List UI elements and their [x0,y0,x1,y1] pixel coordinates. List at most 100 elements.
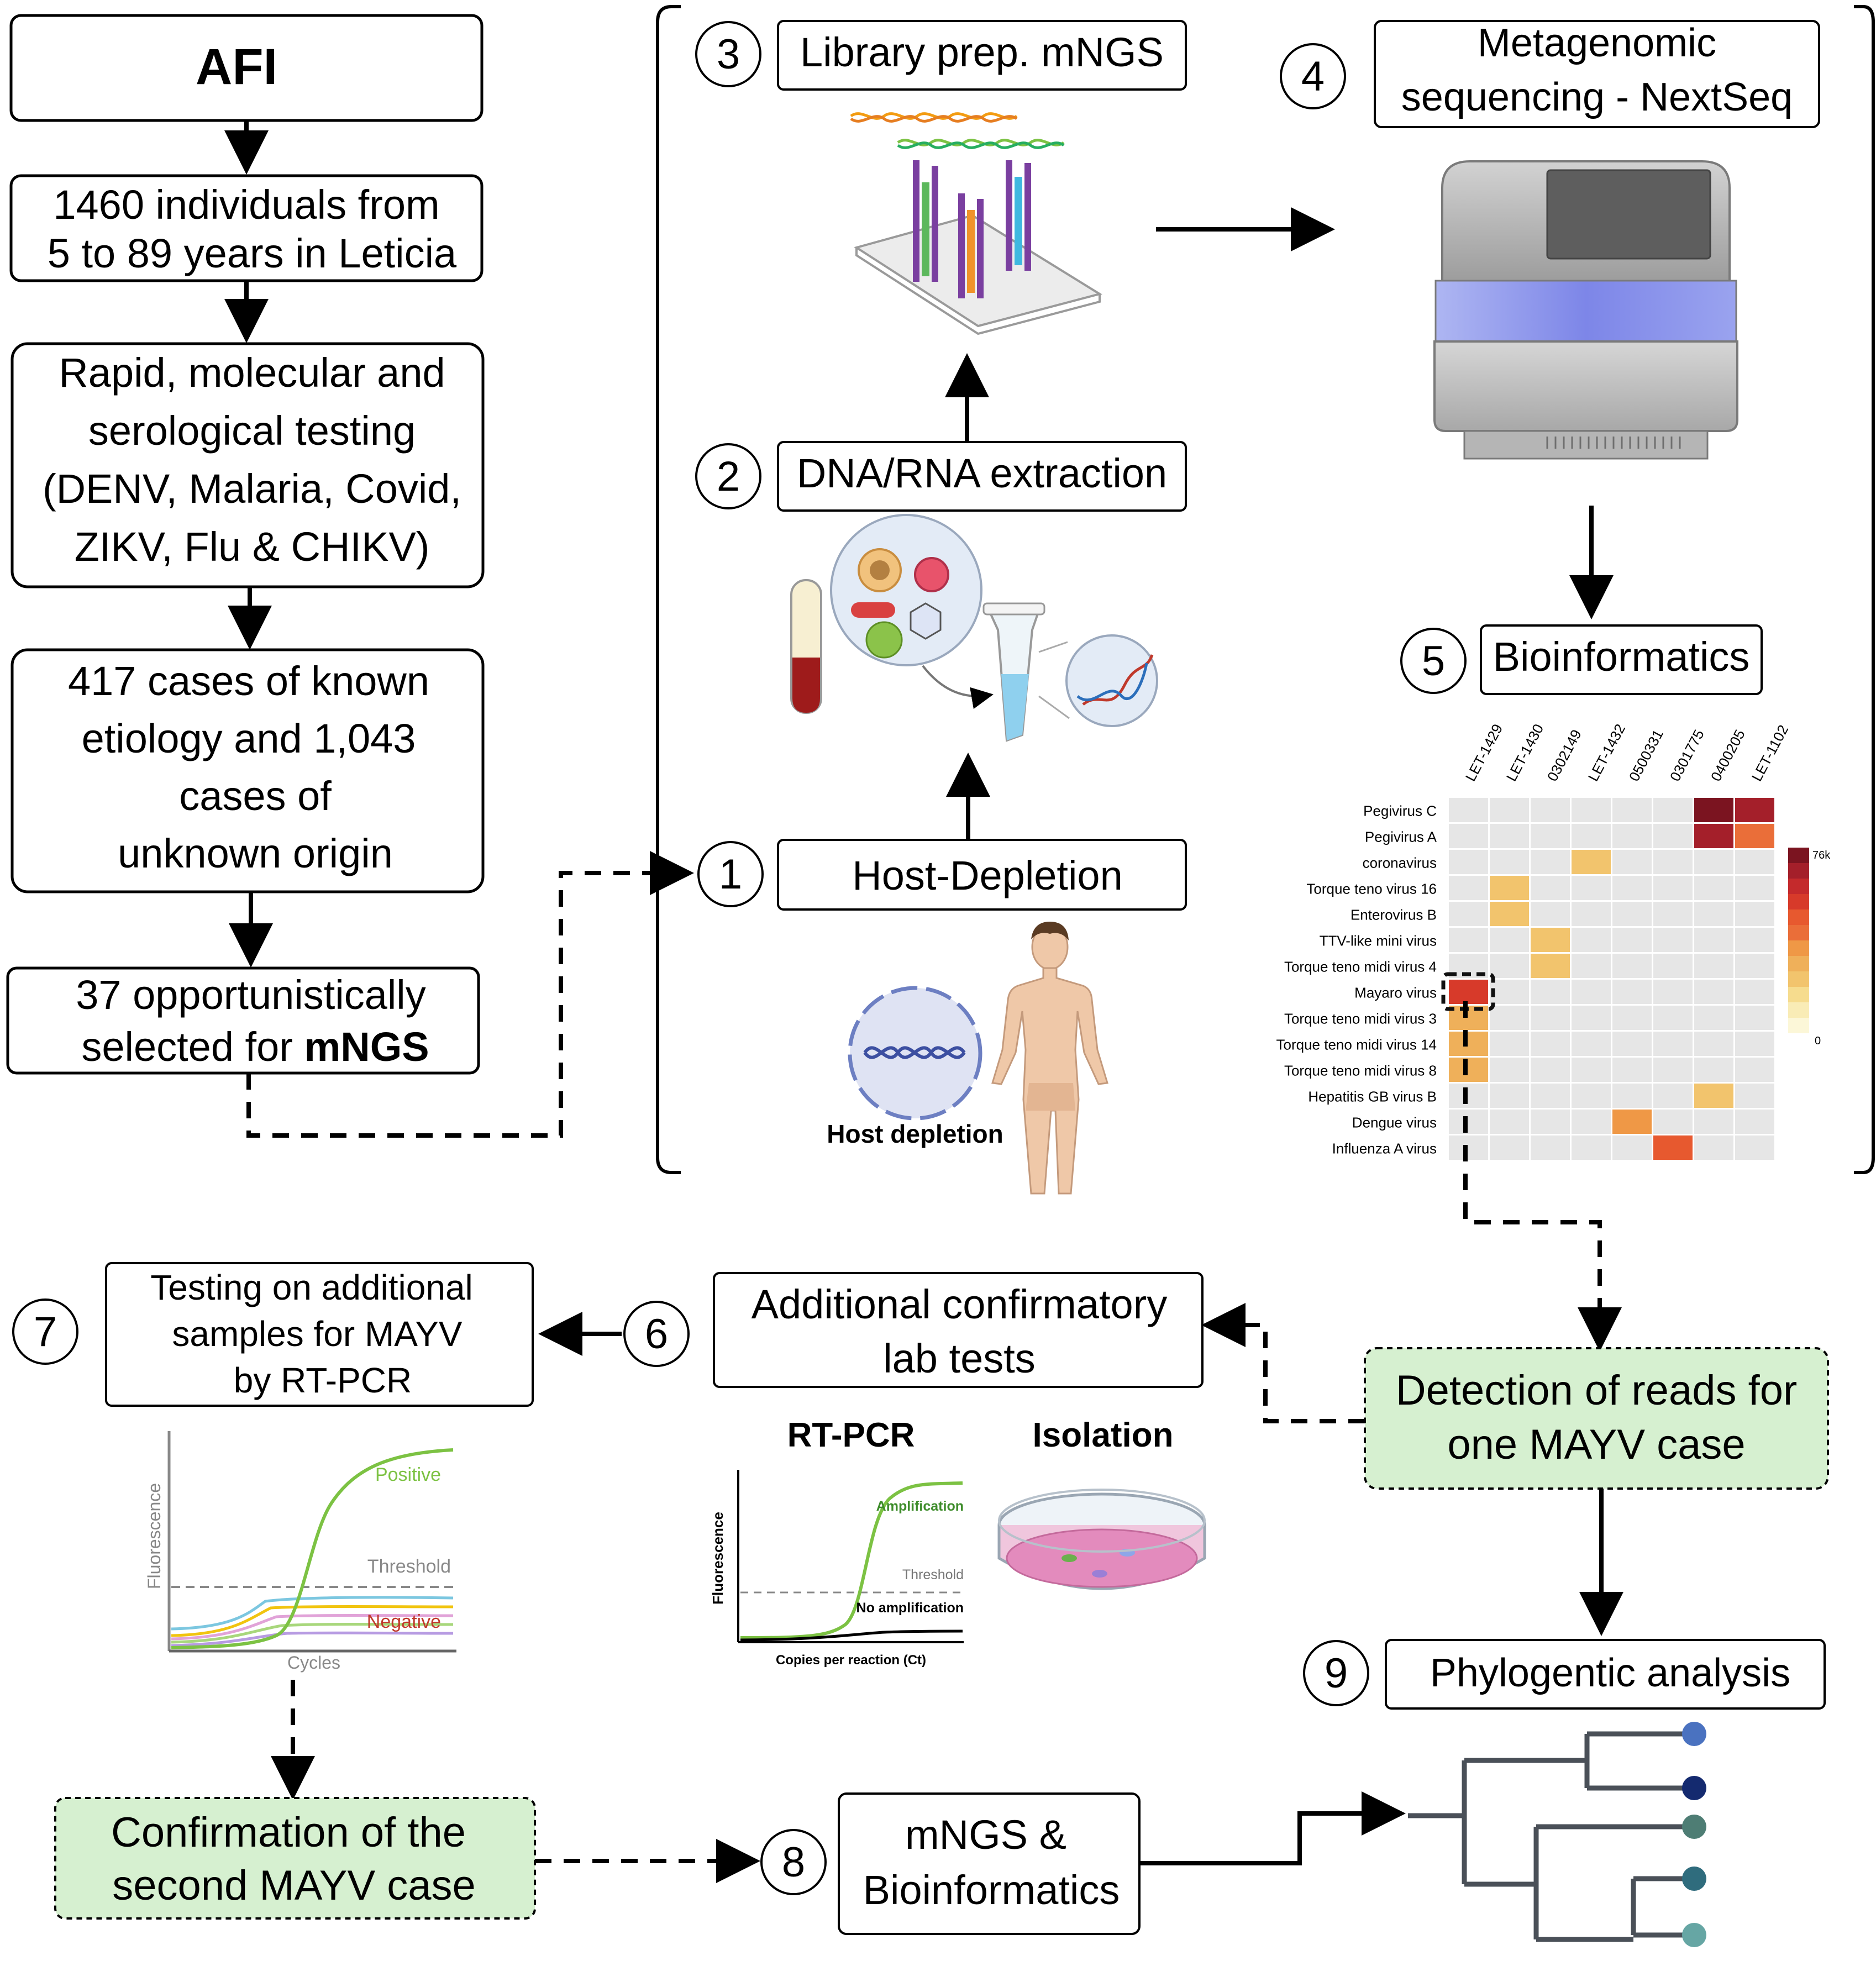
heatmap-cell [1612,1058,1652,1082]
selected-box [6,966,480,1075]
heatmap-cell [1653,1084,1693,1108]
host-depletion-illustration: Host depletion [827,922,1108,1195]
heatmap-cell [1531,1058,1570,1082]
step-7-label-line-3: by RT-PCR [234,1360,412,1400]
arrow-step-8-to-tree [1139,1791,1406,1865]
heatmap-cell [1531,1135,1570,1160]
heatmap-cell [1490,928,1529,952]
individuals-line-1: 1460 individuals from [53,182,439,228]
selected-bold: mNGS [304,1024,429,1070]
heatmap-cell [1694,928,1733,952]
heatmap-cell [1653,1058,1693,1082]
heatmap-legend-swatch [1788,894,1809,909]
heatmap-cell [1735,928,1774,952]
rtpcr-small-xlabel: Copies per reaction (Ct) [776,1653,926,1668]
step-2-circle [695,443,761,509]
heatmap-cell [1653,954,1693,978]
tree-leaf-2 [1682,1776,1706,1800]
heatmap-cell [1653,850,1693,874]
heatmap-value-cell [1490,876,1529,900]
group-bracket [656,5,1875,1174]
heatmap-cell [1490,1032,1529,1056]
step-5-label: Bioinformatics [1493,634,1750,680]
heatmap-cell [1531,1084,1570,1108]
selected-line-2: selected for mNGS [81,1024,429,1070]
heatmap-cell [1694,954,1733,978]
left-flow: AFI 1460 individuals from 5 to 89 years … [6,14,485,1075]
heatmap-column-label: LET-1432 [1585,721,1628,784]
heatmap-legend-swatch [1788,1018,1809,1033]
step-2-label: DNA/RNA extraction [797,450,1167,496]
heatmap-legend-swatch [1788,987,1809,1002]
heatmap-legend-swatch [1788,925,1809,940]
heatmap-cell [1531,1110,1570,1134]
heatmap-cell [1490,1110,1529,1134]
step-7-label-line-2: samples for MAYV [172,1314,463,1354]
heatmap-value-cell [1531,928,1570,952]
heatmap-cell [1449,876,1488,900]
selected-line-1: 37 opportunistically [76,972,425,1018]
step-7-number: 7 [34,1308,57,1355]
heatmap-column-label: LET-1430 [1503,721,1547,784]
heatmap-legend-swatch [1788,848,1809,863]
heatmap-cell [1612,954,1652,978]
heatmap-cell [1612,850,1652,874]
heatmap-row-label: Hepatitis GB virus B [1308,1089,1437,1105]
confirmation-box [54,1797,536,1920]
heatmap-cell [1694,980,1733,1004]
step-7-box [105,1262,534,1407]
step-9-box [1385,1639,1826,1710]
step-8-number: 8 [782,1839,805,1886]
heatmap-value-cell [1694,1084,1733,1108]
step-1-box [777,839,1187,911]
step-5-number: 5 [1422,638,1445,685]
step-2-number: 2 [717,453,740,500]
heatmap-column-label: 0301775 [1667,727,1707,784]
heatmap-cell [1735,850,1774,874]
rtpcr-small-threshold: Threshold [902,1567,964,1583]
testing-line-1: Rapid, molecular and [59,350,445,396]
heatmap-value-cell [1735,824,1774,848]
heatmap-cell [1449,928,1488,952]
heatmap-cell [1449,1110,1488,1134]
heatmap-cell [1612,1032,1652,1056]
step-4-label-line-2: sequencing - NextSeq [1401,75,1793,119]
heatmap-row-label: Torque teno midi virus 8 [1284,1063,1437,1079]
heatmap-row-label: Torque teno midi virus 4 [1284,959,1437,975]
heatmap-value-cell [1531,954,1570,978]
heatmap-cell [1653,1032,1693,1056]
heatmap-cell [1572,902,1611,926]
heatmap-cell [1735,980,1774,1004]
heatmap-cell [1694,1032,1733,1056]
rtpcr-large-threshold: Threshold [367,1556,451,1577]
heatmap-cell [1490,980,1529,1004]
heatmap-column-label: 0500331 [1626,727,1667,784]
heatmap-legend-max: 76k [1812,849,1831,861]
dashed-detection-to-step-6 [1201,1303,1365,1423]
heatmap-cell [1735,1084,1774,1108]
step-7-circle [12,1298,78,1365]
heatmap-cell [1653,902,1693,926]
step-5-circle [1400,628,1467,694]
heatmap-cell [1531,1032,1570,1056]
heatmap-cell [1572,1135,1611,1160]
step-6-label-line-1: Additional confirmatory [752,1281,1168,1327]
heatmap-cell [1531,824,1570,848]
heatmap-cell [1653,1006,1693,1030]
confirmation-line-2: second MAYV case [112,1862,476,1909]
testing-line-4: ZIKV, Flu & CHIKV) [75,524,430,570]
heatmap-cell [1735,1032,1774,1056]
cases-line-3: cases of [179,773,332,819]
step-7-label-line-1: Testing on additional [150,1268,473,1307]
heatmap-cell [1490,1135,1529,1160]
heatmap-cell [1694,1006,1733,1030]
step-3-circle [695,21,761,87]
heatmap-cell [1449,798,1488,822]
heatmap-legend-swatch [1788,909,1809,925]
cases-box [10,648,485,893]
step-4-label-line-1: Metagenomic [1478,21,1716,65]
heatmap-cell [1490,1084,1529,1108]
heatmap-cell [1572,1006,1611,1030]
